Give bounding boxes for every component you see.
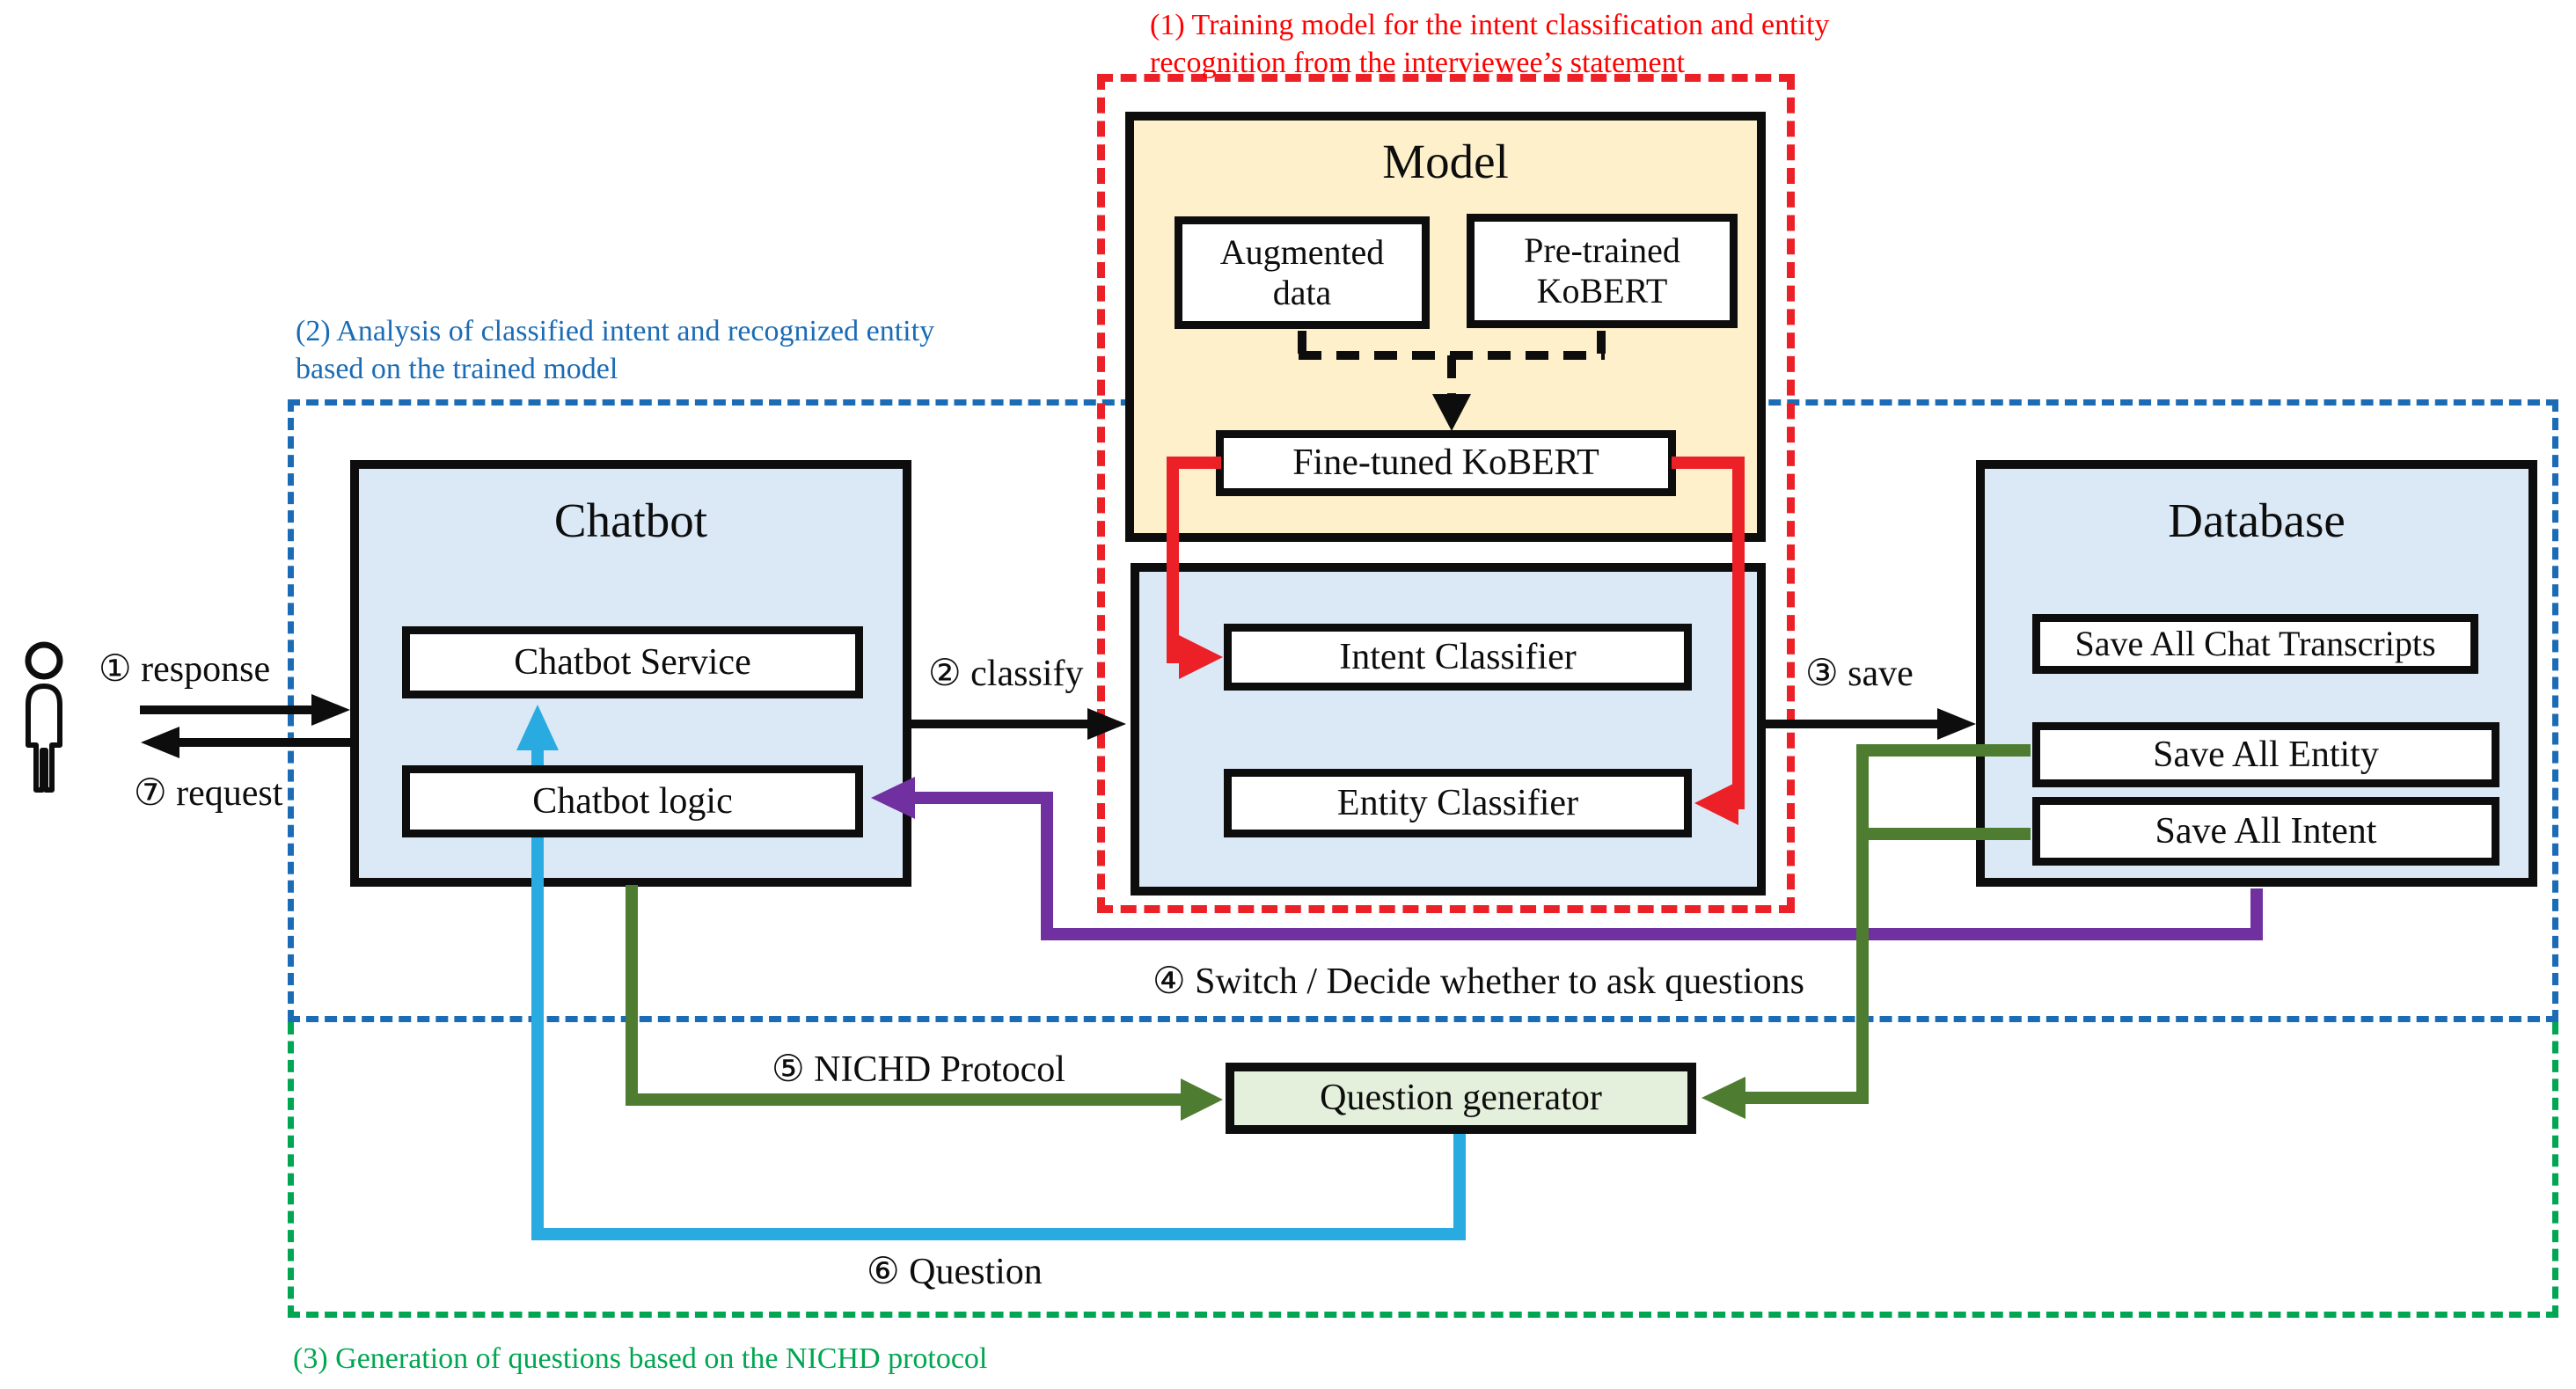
phase2-annotation: (2) Analysis of classified intent and re…	[296, 313, 934, 388]
chatbot-service-box: Chatbot Service	[402, 626, 863, 698]
phase1-annotation-line1: (1) Training model for the intent classi…	[1150, 9, 1830, 41]
intent-classifier-box: Intent Classifier	[1224, 624, 1692, 691]
phase1-annotation: (1) Training model for the intent classi…	[1150, 7, 1829, 82]
save-intent-box: Save All Intent	[2032, 797, 2499, 866]
save-entity-box: Save All Entity	[2032, 722, 2499, 787]
classifier-box	[1131, 563, 1766, 896]
augmented-line1: Augmented	[1219, 232, 1385, 272]
question-label: ⑥ Question	[867, 1252, 1043, 1292]
save-transcripts-box: Save All Chat Transcripts	[2032, 614, 2478, 674]
pretrained-line1: Pre-trained	[1524, 230, 1680, 270]
response-label: ① response	[99, 649, 271, 690]
chatbot-logic-box: Chatbot logic	[402, 765, 863, 837]
augmented-data-box: Augmented data	[1175, 216, 1430, 329]
switch-label: ④ Switch / Decide whether to ask questio…	[1153, 961, 1805, 1002]
model-title: Model	[1382, 135, 1509, 188]
pretrained-line2: KoBERT	[1536, 271, 1668, 311]
phase1-annotation-line2: recognition from the interviewee’s state…	[1150, 46, 1686, 79]
database-title: Database	[2168, 493, 2345, 547]
nichd-label: ⑤ NICHD Protocol	[772, 1049, 1065, 1090]
phase2-annotation-line1: (2) Analysis of classified intent and re…	[296, 315, 935, 347]
phase2-annotation-line2: based on the trained model	[296, 352, 618, 385]
save-label: ③ save	[1805, 654, 1914, 694]
augmented-line2: data	[1272, 273, 1332, 312]
question-generator-box: Question generator	[1226, 1063, 1696, 1134]
entity-classifier-box: Entity Classifier	[1224, 769, 1692, 837]
finetuned-kobert-box: Fine-tuned KoBERT	[1216, 430, 1676, 496]
request-arrowhead-icon	[141, 727, 179, 758]
phase3-annotation-line1: (3) Generation of questions based on the…	[293, 1342, 988, 1375]
request-label: ⑦ request	[134, 773, 283, 814]
phase3-generation-region	[288, 1022, 2558, 1318]
phase3-annotation: (3) Generation of questions based on the…	[293, 1341, 987, 1378]
classify-label: ② classify	[928, 654, 1084, 694]
pretrained-kobert-box: Pre-trained KoBERT	[1467, 214, 1738, 328]
user-person-icon	[25, 641, 63, 793]
chatbot-title: Chatbot	[553, 493, 708, 547]
